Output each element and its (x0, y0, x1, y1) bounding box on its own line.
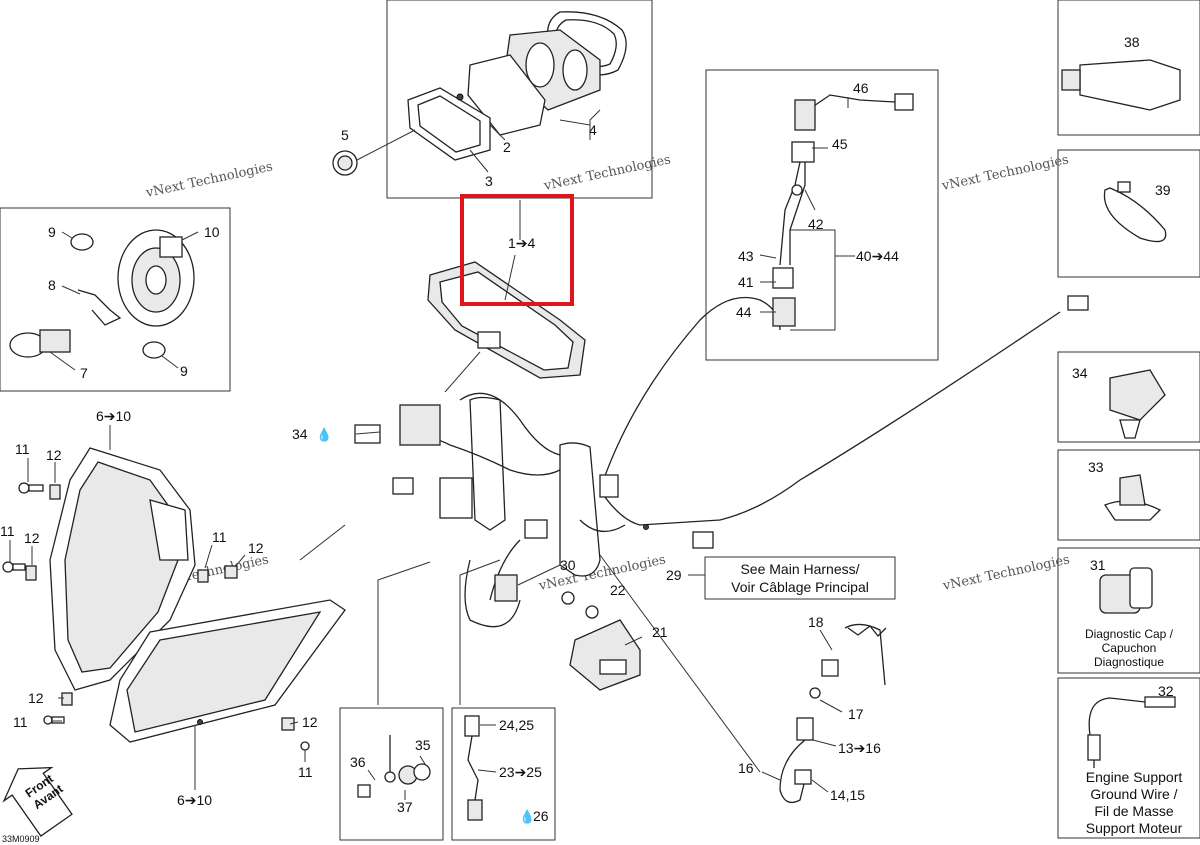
leader-lines (9, 200, 761, 790)
headlamp-housing-drawing (49, 447, 196, 691)
ground-note-line2: Ground Wire / (1090, 786, 1177, 802)
handlebar-harness-drawing (354, 295, 1089, 628)
callout-14-15: 14,15 (830, 787, 865, 803)
clamp-39-drawing (1103, 181, 1167, 243)
diag-cap-note-line1: Diagnostic Cap / (1085, 627, 1174, 641)
sensor-inset-drawing (759, 93, 914, 331)
callout-44: 44 (736, 304, 752, 320)
callout-16: 16 (738, 760, 754, 776)
watermark-text: vNext Technologies (940, 152, 1070, 194)
callout-42: 42 (808, 216, 824, 232)
watermark-text: vNext Technologies (941, 552, 1071, 594)
callout-45: 45 (832, 136, 848, 152)
callout-40-44: 40➔44 (856, 248, 899, 264)
callout-35: 35 (415, 737, 431, 753)
callout-36: 36 (350, 754, 366, 770)
tether-cord-drawing (761, 623, 887, 804)
watermark-text: vNext Technologies (144, 159, 274, 201)
inset-headlamp-box (0, 207, 231, 392)
callout-13-16: 13➔16 (838, 740, 881, 756)
callout-11: 11 (212, 529, 227, 545)
callout-41: 41 (738, 274, 754, 290)
bolt-inset-drawing (357, 735, 431, 800)
headlamp-lens-drawing (109, 599, 346, 743)
callout-12: 12 (46, 447, 62, 463)
callout-22: 22 (610, 582, 626, 598)
callout-46: 46 (853, 80, 869, 96)
figure-id: 33M0909 (2, 834, 40, 844)
probe-inset-drawing (464, 715, 497, 821)
ground-note-line1: Engine Support (1086, 769, 1183, 785)
callout-7: 7 (80, 365, 88, 381)
callout-11: 11 (0, 523, 15, 539)
callout-11: 11 (13, 714, 28, 730)
callout-11: 11 (298, 764, 313, 780)
inset-sensor-box (705, 69, 939, 361)
ground-note-line3: Fil de Masse (1094, 803, 1174, 819)
callout-12: 12 (302, 714, 318, 730)
callout-9: 9 (48, 224, 56, 240)
main-harness-note-box (704, 556, 896, 600)
inset-clamp-box (1057, 149, 1200, 278)
highlight-box (460, 194, 574, 306)
callout-6-10: 6➔10 (96, 408, 131, 424)
callout-3: 3 (485, 173, 493, 189)
drop-icon: 💧 (519, 809, 535, 824)
callout-33: 33 (1088, 459, 1104, 475)
callout-24-25: 24,25 (499, 717, 534, 733)
headlamp-inset-drawing (9, 229, 199, 371)
main-harness-note-line1: See Main Harness/ (740, 561, 859, 577)
rivet-33-drawing (1104, 474, 1162, 521)
callout-4: 4 (589, 122, 597, 138)
ground-note-line4: Support Moteur (1086, 820, 1183, 836)
callout-18: 18 (808, 614, 824, 630)
gauge-assembly-drawing (332, 11, 627, 176)
diagcap-31-drawing (1099, 567, 1153, 614)
callout-21: 21 (652, 624, 668, 640)
inset-groundwire-box (1057, 677, 1200, 839)
callout-12: 12 (248, 540, 264, 556)
callout-26: 26 (533, 808, 549, 824)
callout-labels: 1➔4 2 3 4 5 9 10 8 7 9 6➔10 6➔10 11 12 1… (0, 34, 1174, 824)
gauge-cluster-drawing (427, 261, 586, 379)
callout-6-10: 6➔10 (177, 792, 212, 808)
front-arrow: Front Avant (2, 766, 73, 837)
drop-icon: 💧 (316, 427, 332, 442)
callout-38: 38 (1124, 34, 1140, 50)
callout-34: 34 (292, 426, 308, 442)
callout-31: 31 (1090, 557, 1106, 573)
callout-43: 43 (738, 248, 754, 264)
diag-cap-note-line2: Capuchon (1102, 641, 1157, 655)
tube-38-drawing (1061, 59, 1181, 111)
callout-9: 9 (180, 363, 188, 379)
relay-module-drawing (561, 591, 641, 691)
callout-37: 37 (397, 799, 413, 815)
callout-23-25: 23➔25 (499, 764, 542, 780)
diag-cap-note-line3: Diagnostique (1094, 655, 1164, 669)
groundwire-32-drawing (1087, 696, 1176, 768)
callout-34: 34 (1072, 365, 1088, 381)
callout-12: 12 (28, 690, 44, 706)
callout-17: 17 (848, 706, 864, 722)
callout-8: 8 (48, 277, 56, 293)
callout-39: 39 (1155, 182, 1171, 198)
callout-12: 12 (24, 530, 40, 546)
clip-34-drawing (1109, 369, 1166, 439)
watermark-text: vNext Technologies (537, 552, 667, 594)
callout-32: 32 (1158, 683, 1174, 699)
main-harness-note-line2: Voir Câblage Principal (731, 579, 869, 595)
callout-5: 5 (341, 127, 349, 143)
callout-30: 30 (560, 557, 576, 573)
callout-11: 11 (15, 441, 30, 457)
callout-10: 10 (204, 224, 220, 240)
callout-29: 29 (666, 567, 682, 583)
fastener-group (2, 482, 310, 751)
callout-1-4: 1➔4 (508, 235, 536, 251)
callout-2: 2 (503, 139, 511, 155)
